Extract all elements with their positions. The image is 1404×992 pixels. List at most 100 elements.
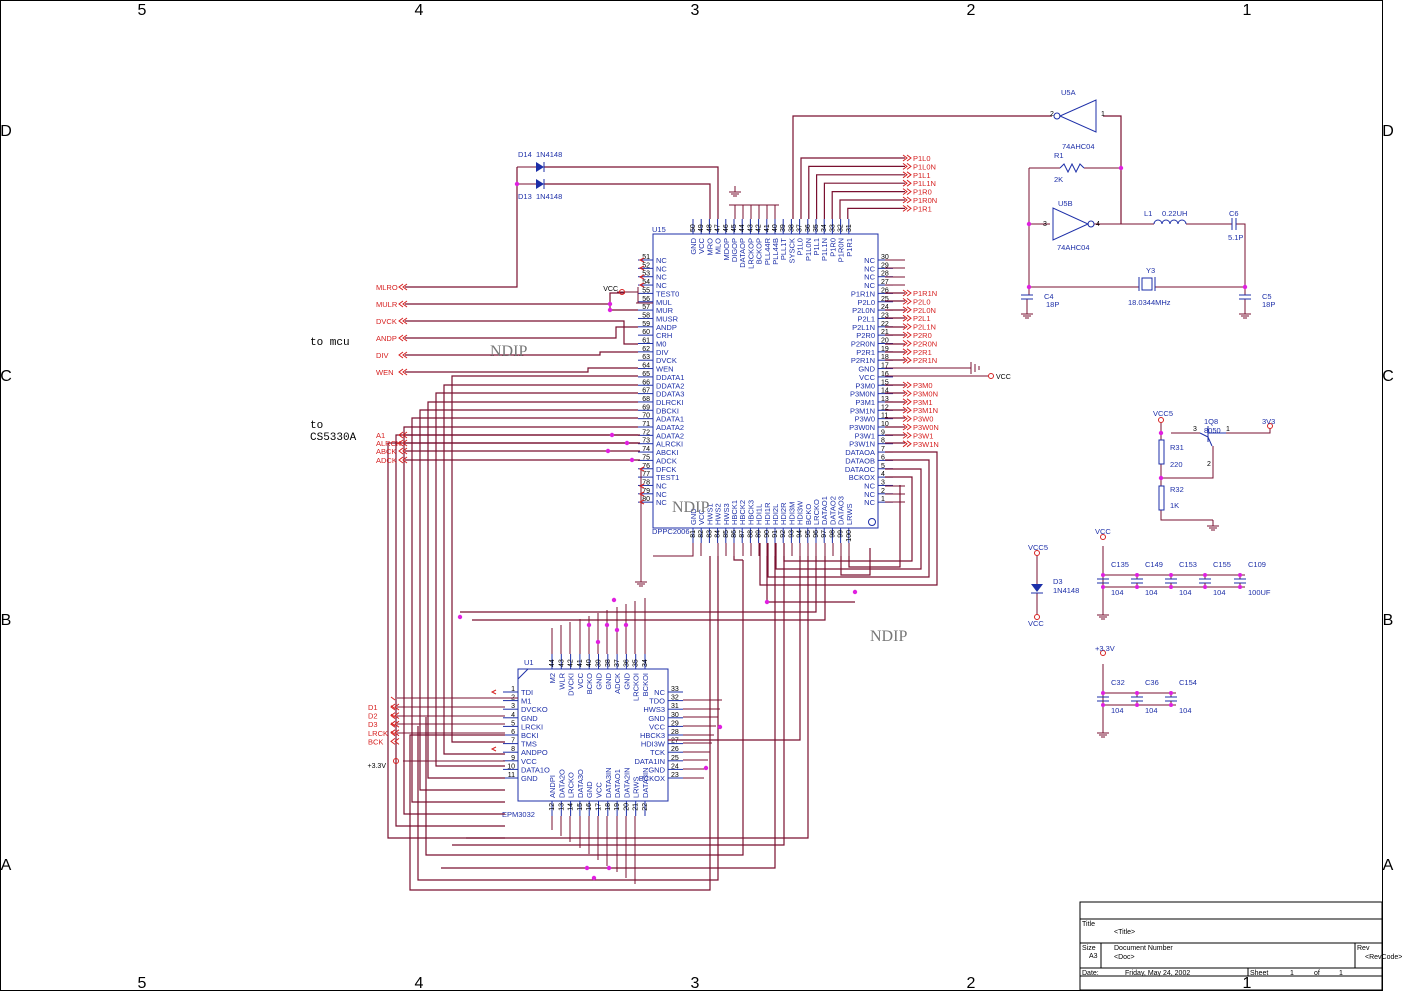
u1-pinname-22: DATA3IN xyxy=(641,767,650,798)
u15-pinname-34: P1L1N xyxy=(820,238,829,261)
u1-pinname-5: LRCKI xyxy=(521,722,543,731)
u1-pin-21: 21 xyxy=(633,803,640,811)
u1-pinname-12: ANDPI xyxy=(548,775,557,798)
u1-ref: U1 xyxy=(524,658,534,667)
u15-pin-77: 77 xyxy=(642,471,650,478)
net-P3M0N: P3M0N xyxy=(913,389,938,398)
u15-pin-20: 20 xyxy=(881,338,889,345)
net-P1L0: P1L0 xyxy=(913,154,931,163)
u1-name: EPM3032 xyxy=(502,810,535,819)
docnum-value: <Doc> xyxy=(1114,954,1135,961)
u1-pin-43: 43 xyxy=(558,659,565,667)
u15-pinname-42: BCKOP xyxy=(755,238,764,264)
u1-pinname-28: HBCK3 xyxy=(640,731,665,740)
svg-text:2: 2 xyxy=(1207,461,1211,468)
u1-pin-4: 4 xyxy=(511,712,515,719)
u15-pinname-70: ADATA1 xyxy=(656,415,684,424)
net-ANDP: ANDP xyxy=(376,334,397,343)
of-label: of xyxy=(1314,970,1320,977)
u15-pinname-7: DATAOA xyxy=(845,448,875,457)
u15-pin-92: 92 xyxy=(780,530,787,538)
u15-pin-34: 34 xyxy=(821,224,828,232)
u15-pinname-28: NC xyxy=(864,273,875,282)
u1-pinname-34: BCKOI xyxy=(641,673,650,696)
u1-pinname-7: TMS xyxy=(521,740,537,749)
u15-pin-66: 66 xyxy=(642,379,650,386)
u15-pinname-18: P2R1N xyxy=(851,356,875,365)
u1-pinname-8: ANDPO xyxy=(521,748,548,757)
u1-pinname-19: DATAO1 xyxy=(613,769,622,798)
cap-vcc-val-C153: 104 xyxy=(1179,588,1192,597)
title-block: Title <Title> Size A3 Document Number <D… xyxy=(1079,901,1402,991)
u15-pinname-91: HDI2L xyxy=(771,504,780,525)
u15-pin-50: 50 xyxy=(690,224,697,232)
u15-pinname-3: NC xyxy=(864,481,875,490)
u1-pin-31: 31 xyxy=(671,703,679,710)
u15-pinname-93: HDI3M xyxy=(787,502,796,525)
u15-pin-24: 24 xyxy=(881,304,889,311)
u15-pinname-54: NC xyxy=(656,281,667,290)
u15-pinname-55: TEST0 xyxy=(656,289,679,298)
u15-pin-47: 47 xyxy=(715,224,722,232)
u15-pinname-61: M0 xyxy=(656,340,666,349)
u15-pin-3: 3 xyxy=(881,479,885,486)
u15-pinname-84: HWS2 xyxy=(714,503,723,525)
u1-pin-20: 20 xyxy=(623,803,630,811)
u15-pin-30: 30 xyxy=(881,254,889,261)
zone-col-top-1: 1 xyxy=(1243,2,1252,19)
u15-pin-1: 1 xyxy=(881,496,885,503)
u15-pin-19: 19 xyxy=(881,346,889,353)
cap-vcc-val-C109: 100UF xyxy=(1248,588,1271,597)
u1-pinname-33: NC xyxy=(654,688,665,697)
cap-33-val-C154: 104 xyxy=(1179,706,1192,715)
u1-pinname-39: GND xyxy=(595,672,604,689)
net-D2: D2 xyxy=(368,712,378,721)
net-DVCK: DVCK xyxy=(376,317,397,326)
u15-pinname-60: CRH xyxy=(656,331,672,340)
net-P3M1N: P3M1N xyxy=(913,406,938,415)
svg-text:D13: D13 xyxy=(518,192,532,201)
net-P2R0N: P2R0N xyxy=(913,339,937,348)
u15-pin-63: 63 xyxy=(642,354,650,361)
net-LRCK: LRCK xyxy=(368,729,388,738)
net-D1: D1 xyxy=(368,703,378,712)
u15-pin-81: 81 xyxy=(690,530,697,538)
u15-pinname-17: GND xyxy=(858,365,875,374)
svg-text:18.0344MHz: 18.0344MHz xyxy=(1128,298,1171,307)
svg-text:8050: 8050 xyxy=(1204,426,1221,435)
u1-pin-6: 6 xyxy=(511,729,515,736)
cap-33-ref-C32: C32 xyxy=(1111,678,1125,687)
u1-pin-23: 23 xyxy=(671,772,679,779)
u15-pinname-64: WEN xyxy=(656,365,674,374)
u1-pinname-44: M2 xyxy=(548,673,557,683)
u15-pinname-76: DFCK xyxy=(656,465,676,474)
u1-pinname-25: DATA1IN xyxy=(634,757,665,766)
u15-pinname-41: PLL44R xyxy=(763,237,772,265)
u15-pinname-25: P2L0 xyxy=(857,298,875,307)
u1-pin-7: 7 xyxy=(511,738,515,745)
net-P3W1N: P3W1N xyxy=(913,440,939,449)
u15-pin-65: 65 xyxy=(642,371,650,378)
net-P2R0: P2R0 xyxy=(913,331,932,340)
u15-name: DPPC2006 xyxy=(652,527,690,536)
u1-pin-17: 17 xyxy=(596,803,603,811)
u15-pinname-67: DDATA3 xyxy=(656,390,684,399)
u15-pinname-26: P1R1N xyxy=(851,289,875,298)
u15-pinname-71: ADATA2 xyxy=(656,423,684,432)
net-WEN: WEN xyxy=(376,368,394,377)
u1-corner-mark xyxy=(517,668,529,680)
u1-pin-19: 19 xyxy=(614,803,621,811)
net-vcc-u15-left: VCC xyxy=(603,286,618,293)
cap-vcc-val-C135: 104 xyxy=(1111,588,1124,597)
u1-pinname-6: BCKI xyxy=(521,731,539,740)
net-P2L1: P2L1 xyxy=(913,314,931,323)
net-ABCK: ABCK xyxy=(376,447,396,456)
u15-pin-84: 84 xyxy=(715,530,722,538)
wires xyxy=(387,115,1271,891)
zone-row-left-B: B xyxy=(1,612,12,629)
u15-pin-29: 29 xyxy=(881,262,889,269)
net-P2L0: P2L0 xyxy=(913,297,931,306)
